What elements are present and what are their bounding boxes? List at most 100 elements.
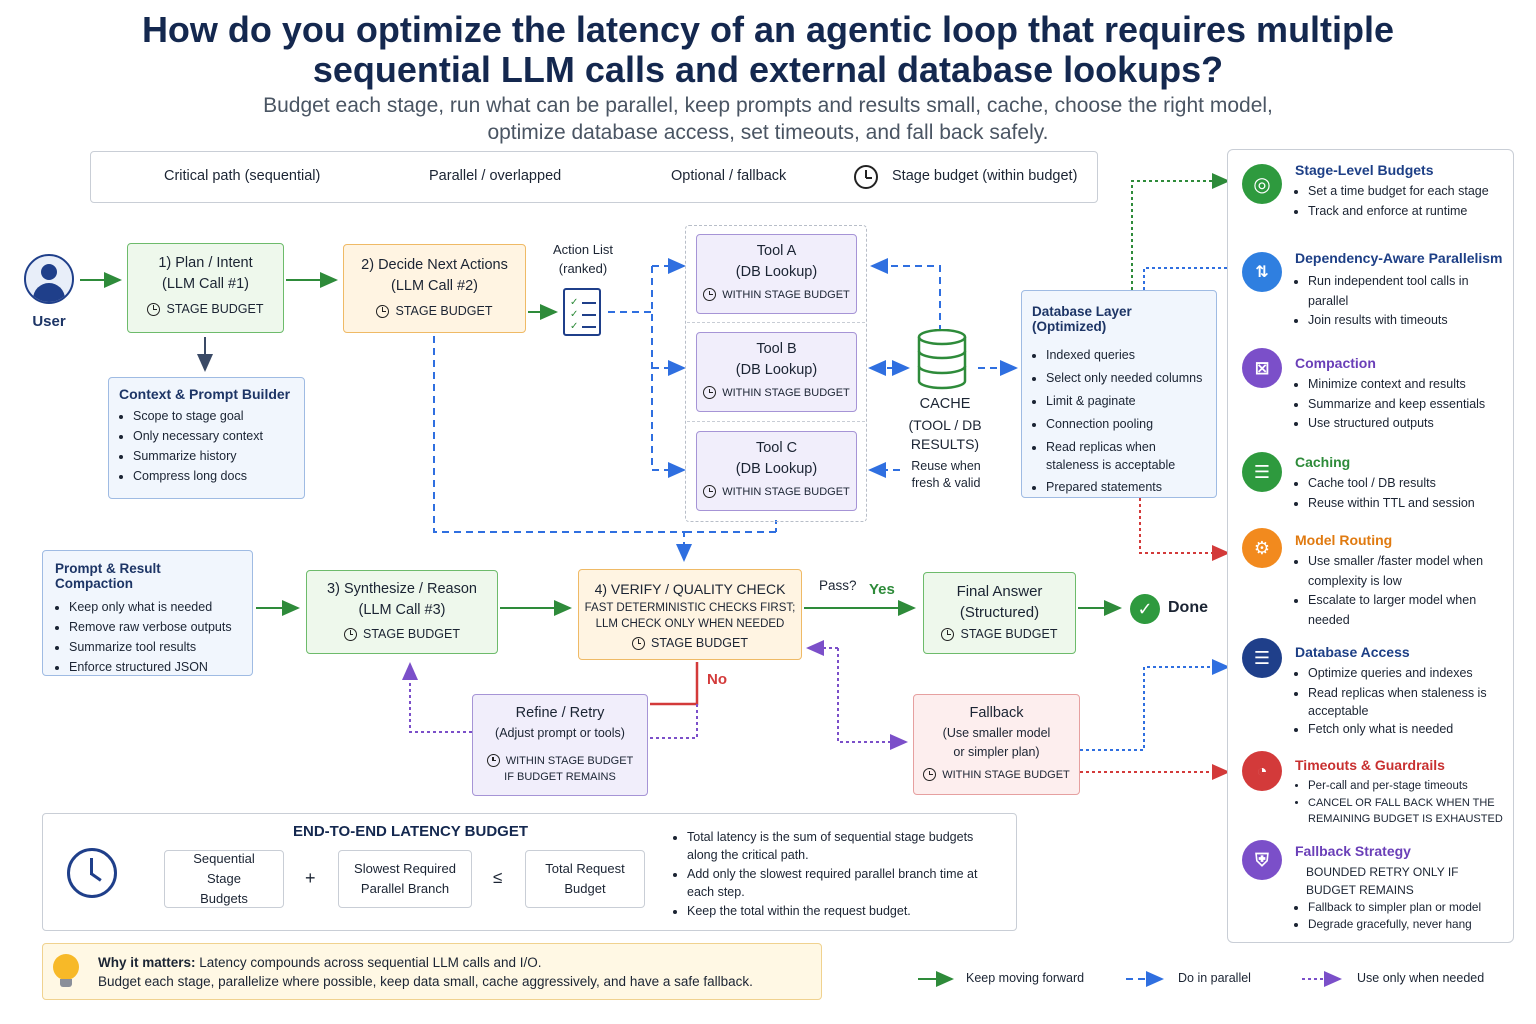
section-parallelism: ⇅ Dependency-Aware Parallelism Run indep…	[1228, 246, 1515, 336]
list-item: Compress long docs	[133, 466, 294, 486]
list-item: Indexed queries	[1046, 346, 1206, 365]
refine-sub: (Adjust prompt or tools)	[495, 726, 625, 740]
why-line1-row: Why it matters: Latency compounds across…	[98, 955, 541, 970]
fallback-strategy-lead: BOUNDED RETRY ONLY IF BUDGET REMAINS	[1306, 865, 1459, 897]
list-item: Add only the slowest required parallel b…	[687, 865, 1007, 901]
database-access-title: Database Access	[1295, 644, 1410, 660]
action-list-title: Action List	[553, 242, 613, 257]
section-fallback-strategy: ⛨ Fallback Strategy BOUNDED RETRY ONLY I…	[1228, 840, 1515, 938]
model-routing-title: Model Routing	[1295, 532, 1393, 548]
user-icon	[24, 254, 74, 304]
clock-icon	[703, 386, 717, 399]
list-item: Set a time budget for each stage	[1308, 182, 1520, 202]
list-item: Summarize tool results	[69, 637, 240, 657]
stage2-budget: STAGE BUDGET	[395, 304, 493, 318]
stage-budgets-list: Set a time budget for each stage Track a…	[1294, 182, 1520, 221]
list-item: Limit & paginate	[1046, 392, 1206, 411]
stage4-title: 4) VERIFY / QUALITY CHECK	[594, 581, 786, 597]
fallback-strategy-list: Fallback to simpler plan or model Degrad…	[1294, 899, 1520, 933]
tool-a-sub: (DB Lookup)	[735, 264, 818, 280]
fallback-strategy-title: Fallback Strategy	[1295, 843, 1411, 859]
refine-title: Refine / Retry	[515, 705, 605, 721]
section-stage-budgets: ◎ Stage-Level Budgets Set a time budget …	[1228, 158, 1515, 238]
stage1-plan-box: 1) Plan / Intent (LLM Call #1) STAGE BUD…	[127, 243, 284, 333]
list-item: Keep only what is needed	[69, 597, 240, 617]
pass-yes: Yes	[869, 581, 895, 598]
parallelism-title: Dependency-Aware Parallelism	[1295, 250, 1503, 266]
list-item: Use structured outputs	[1308, 414, 1520, 434]
tools-divider	[687, 421, 865, 422]
final-budget: STAGE BUDGET	[960, 627, 1058, 641]
fallback-budget: WITHIN STAGE BUDGET	[942, 768, 1070, 781]
list-item: Summarize history	[133, 446, 294, 466]
e2e-notes: Total latency is the sum of sequential s…	[673, 828, 1007, 920]
section-model-routing: ⚙ Model Routing Use smaller /faster mode…	[1228, 528, 1515, 630]
e2e-budget-box: END-TO-END LATENCY BUDGET Sequential Sta…	[42, 813, 1017, 931]
list-item: Optimize queries and indexes	[1308, 664, 1508, 684]
target-icon: ◎	[1242, 164, 1282, 204]
action-list-sub: (ranked)	[558, 261, 608, 276]
clock-icon	[854, 165, 878, 189]
tool-a-title: Tool A	[756, 243, 797, 259]
list-item: Reuse within TTL and session	[1308, 494, 1520, 514]
clock-icon	[703, 485, 717, 498]
caching-title: Caching	[1295, 454, 1351, 470]
tool-b-title: Tool B	[756, 341, 797, 357]
shield-icon: ⛨	[1242, 840, 1282, 880]
tool-c-budget: WITHIN STAGE BUDGET	[722, 485, 850, 498]
final-sub: (Structured)	[959, 604, 1040, 621]
context-builder-title: Context & Prompt Builder	[119, 386, 291, 402]
list-item: Enforce structured JSON	[69, 657, 240, 677]
stage3-title: 3) Synthesize / Reason	[327, 581, 477, 597]
stage1-budget: STAGE BUDGET	[166, 302, 264, 316]
database-icon: ☰	[1242, 638, 1282, 678]
legend-parallel: Parallel / overlapped	[429, 168, 562, 184]
stage4-budget: STAGE BUDGET	[650, 636, 748, 650]
tool-c-sub: (DB Lookup)	[735, 461, 818, 477]
parallelism-list: Run independent tool calls in parallel J…	[1294, 272, 1498, 331]
list-item: Run independent tool calls in parallel	[1308, 272, 1498, 311]
tool-c-title: Tool C	[755, 440, 798, 456]
stage4-verify-box: 4) VERIFY / QUALITY CHECK FAST DETERMINI…	[578, 569, 802, 660]
cache-title: CACHE	[919, 396, 971, 412]
caching-list: Cache tool / DB results Reuse within TTL…	[1294, 474, 1520, 513]
e2e-box-sequential: Sequential Stage Budgets	[164, 850, 284, 908]
tool-c-box: Tool C (DB Lookup) WITHIN STAGE BUDGET	[696, 431, 857, 511]
e2e-box3-text: Total Request Budget	[545, 861, 625, 896]
refine-budget2: IF BUDGET REMAINS	[504, 771, 616, 783]
list-item: Track and enforce at runtime	[1308, 202, 1520, 222]
tools-divider	[687, 322, 865, 323]
cache-database-icon	[917, 329, 967, 390]
timeouts-title: Timeouts & Guardrails	[1295, 757, 1445, 773]
list-item: Summarize and keep essentials	[1308, 395, 1520, 415]
clock-icon	[923, 768, 937, 781]
list-item: Select only needed columns	[1046, 369, 1206, 388]
done-label: Done	[1168, 599, 1208, 616]
why-it-matters-box: Why it matters: Latency compounds across…	[42, 943, 822, 1000]
routing-icon: ⚙	[1242, 528, 1282, 568]
compaction-section-title: Compaction	[1295, 355, 1376, 371]
stage3-sub: (LLM Call #3)	[358, 602, 446, 618]
list-item: Keep the total within the request budget…	[687, 902, 1007, 920]
list-item: Read replicas when staleness is acceptab…	[1308, 684, 1508, 720]
model-routing-list: Use smaller /faster model when complexit…	[1294, 552, 1504, 630]
tool-b-sub: (DB Lookup)	[735, 362, 818, 378]
list-item: Escalate to larger model when needed	[1308, 591, 1504, 630]
e2e-box-total: Total Request Budget	[525, 850, 645, 908]
legend: Critical path (sequential) Parallel / ov…	[90, 151, 1098, 203]
list-item: Prepared statements	[1046, 478, 1206, 497]
list-item: Fetch only what is needed	[1308, 720, 1508, 740]
cache-sub2: RESULTS)	[910, 436, 980, 452]
bottom-legend-parallel: Do in parallel	[1178, 971, 1251, 985]
stage-budgets-title: Stage-Level Budgets	[1295, 162, 1434, 178]
legend-critical: Critical path (sequential)	[164, 168, 321, 184]
list-item: Join results with timeouts	[1308, 311, 1498, 331]
user-label: User	[32, 313, 66, 330]
database-layer-list: Indexed queries Select only needed colum…	[1032, 346, 1206, 497]
stage4-line2: LLM CHECK ONLY WHEN NEEDED	[595, 618, 785, 630]
clock-icon	[631, 636, 645, 650]
bottom-legend-forward: Keep moving forward	[966, 971, 1085, 985]
stage2-sub: (LLM Call #2)	[390, 278, 479, 294]
list-item: Read replicas when staleness is acceptab…	[1046, 438, 1206, 474]
final-answer-box: Final Answer (Structured) STAGE BUDGET	[923, 572, 1076, 654]
